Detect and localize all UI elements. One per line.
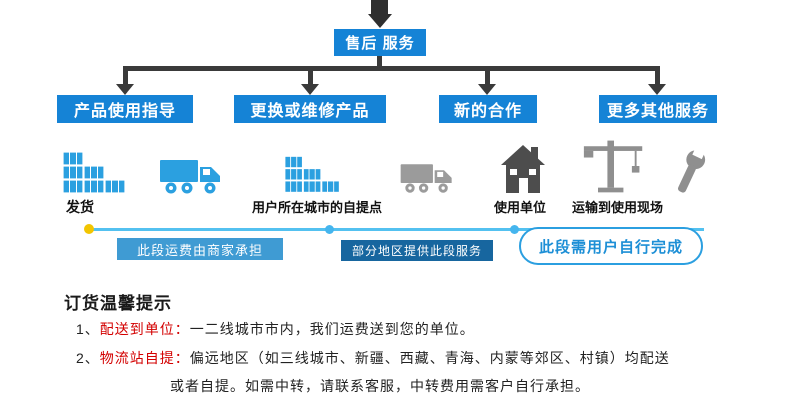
branch-horizontal-line: [123, 66, 660, 71]
branch-node-new-cooperation: 新的合作: [439, 95, 537, 123]
branch-node-more-services: 更多其他服务: [599, 95, 717, 123]
station-label-pickup-point: 用户所在城市的自提点: [252, 197, 382, 216]
arrow-down-icon: [478, 84, 496, 95]
tip-label-logistics-pickup: 物流站自提：: [99, 350, 190, 366]
tip-item-2: 2、物流站自提：偏远地区（如三线城市、新疆、西藏、青海、内蒙等郊区、村镇）均配送: [76, 348, 670, 368]
segment-label: 部分地区提供此段服务: [351, 244, 482, 258]
heading-text: 订货温馨提示: [64, 294, 172, 313]
timeline-dot: [325, 225, 334, 234]
timeline-line: [88, 228, 704, 231]
branch-label: 更换或维修产品: [250, 103, 370, 120]
branch-stub-1: [123, 66, 128, 84]
root-node-after-sales-service: 售后 服务: [334, 29, 426, 56]
tip-text: 一二线城市市内，我们运费送到您的单位。: [189, 321, 475, 337]
segment-label: 此段需用户自行完成: [538, 238, 683, 256]
segment-merchant-freight: 此段运费由商家承担: [117, 238, 283, 260]
timeline-start-dot: [84, 224, 94, 234]
branch-node-product-guidance: 产品使用指导: [57, 95, 193, 123]
tips-heading: 订货温馨提示: [64, 289, 172, 314]
label-text: 使用单位: [494, 200, 547, 215]
station-label-shipping: 发货: [66, 197, 94, 217]
tip-text: 或者自提。如需中转，请联系客服，中转费用需客户自行承担。: [170, 378, 590, 394]
branch-stub-2: [308, 66, 313, 84]
building-icon: [500, 145, 546, 195]
branch-label: 新的合作: [453, 103, 522, 120]
crane-icon: [582, 138, 646, 194]
branch-stub-3: [485, 66, 490, 84]
timeline-dot: [510, 225, 519, 234]
tip-number: 2、: [76, 350, 100, 366]
pickup-crates-icon: [284, 152, 342, 194]
segment-partial-service: 部分地区提供此段服务: [341, 240, 493, 261]
arrow-down-icon: [648, 84, 666, 95]
root-node-label: 售后 服务: [345, 35, 415, 52]
root-drop-line: [377, 56, 382, 68]
top-arrow-down-icon: [368, 14, 392, 28]
station-label-user-unit: 使用单位: [494, 197, 546, 216]
branch-stub-4: [655, 66, 660, 84]
tip-text: 偏远地区（如三线城市、新疆、西藏、青海、内蒙等郊区、村镇）均配送: [189, 350, 670, 366]
arrow-down-icon: [116, 84, 134, 95]
wrench-icon: [666, 148, 714, 196]
tip-item-2-continued: 或者自提。如需中转，请联系客服，中转费用需客户自行承担。: [170, 376, 590, 396]
shipping-crates-icon: [60, 148, 130, 194]
label-text: 用户所在城市的自提点: [252, 200, 383, 215]
station-label-transport-site: 运输到使用现场: [572, 197, 663, 216]
branch-label: 更多其他服务: [606, 103, 709, 120]
tip-item-1: 1、配送到单位：一二线城市市内，我们运费送到您的单位。: [76, 319, 475, 339]
delivery-truck-icon: [160, 155, 222, 195]
arrow-down-icon: [301, 84, 319, 95]
segment-label: 此段运费由商家承担: [136, 242, 263, 258]
segment-user-self-complete: 此段需用户自行完成: [519, 227, 703, 265]
label-text: 发货: [66, 199, 94, 215]
label-text: 运输到使用现场: [572, 200, 664, 215]
top-connector-line: [371, 0, 388, 14]
branch-node-replace-repair: 更换或维修产品: [234, 95, 386, 123]
tip-number: 1、: [76, 321, 100, 337]
tip-label-delivery-to-unit: 配送到单位：: [99, 321, 190, 337]
transit-truck-icon: [400, 160, 454, 194]
branch-label: 产品使用指导: [73, 103, 176, 120]
